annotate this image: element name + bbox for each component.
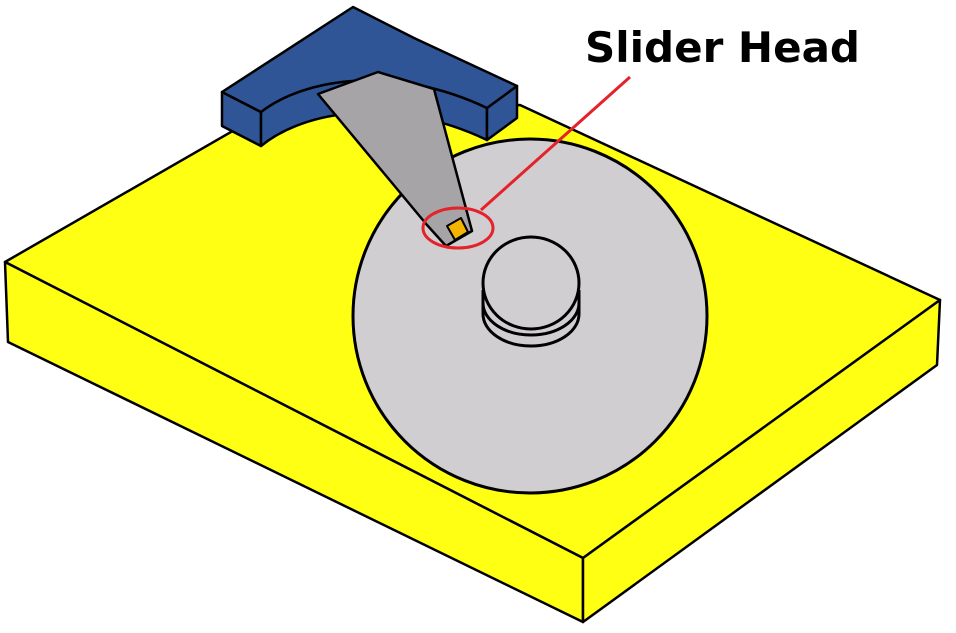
callout-circle bbox=[421, 206, 495, 250]
spindle-hub-ring bbox=[481, 302, 581, 337]
arm-body bbox=[316, 70, 474, 248]
callout-marker bbox=[421, 75, 631, 250]
actuator-arm bbox=[316, 70, 474, 248]
callout-label: Slider Head bbox=[585, 23, 860, 72]
callout-leader-line bbox=[480, 75, 631, 212]
base-right-face bbox=[581, 298, 942, 624]
slider-head bbox=[446, 217, 469, 241]
spindle-hub-top bbox=[481, 235, 581, 331]
